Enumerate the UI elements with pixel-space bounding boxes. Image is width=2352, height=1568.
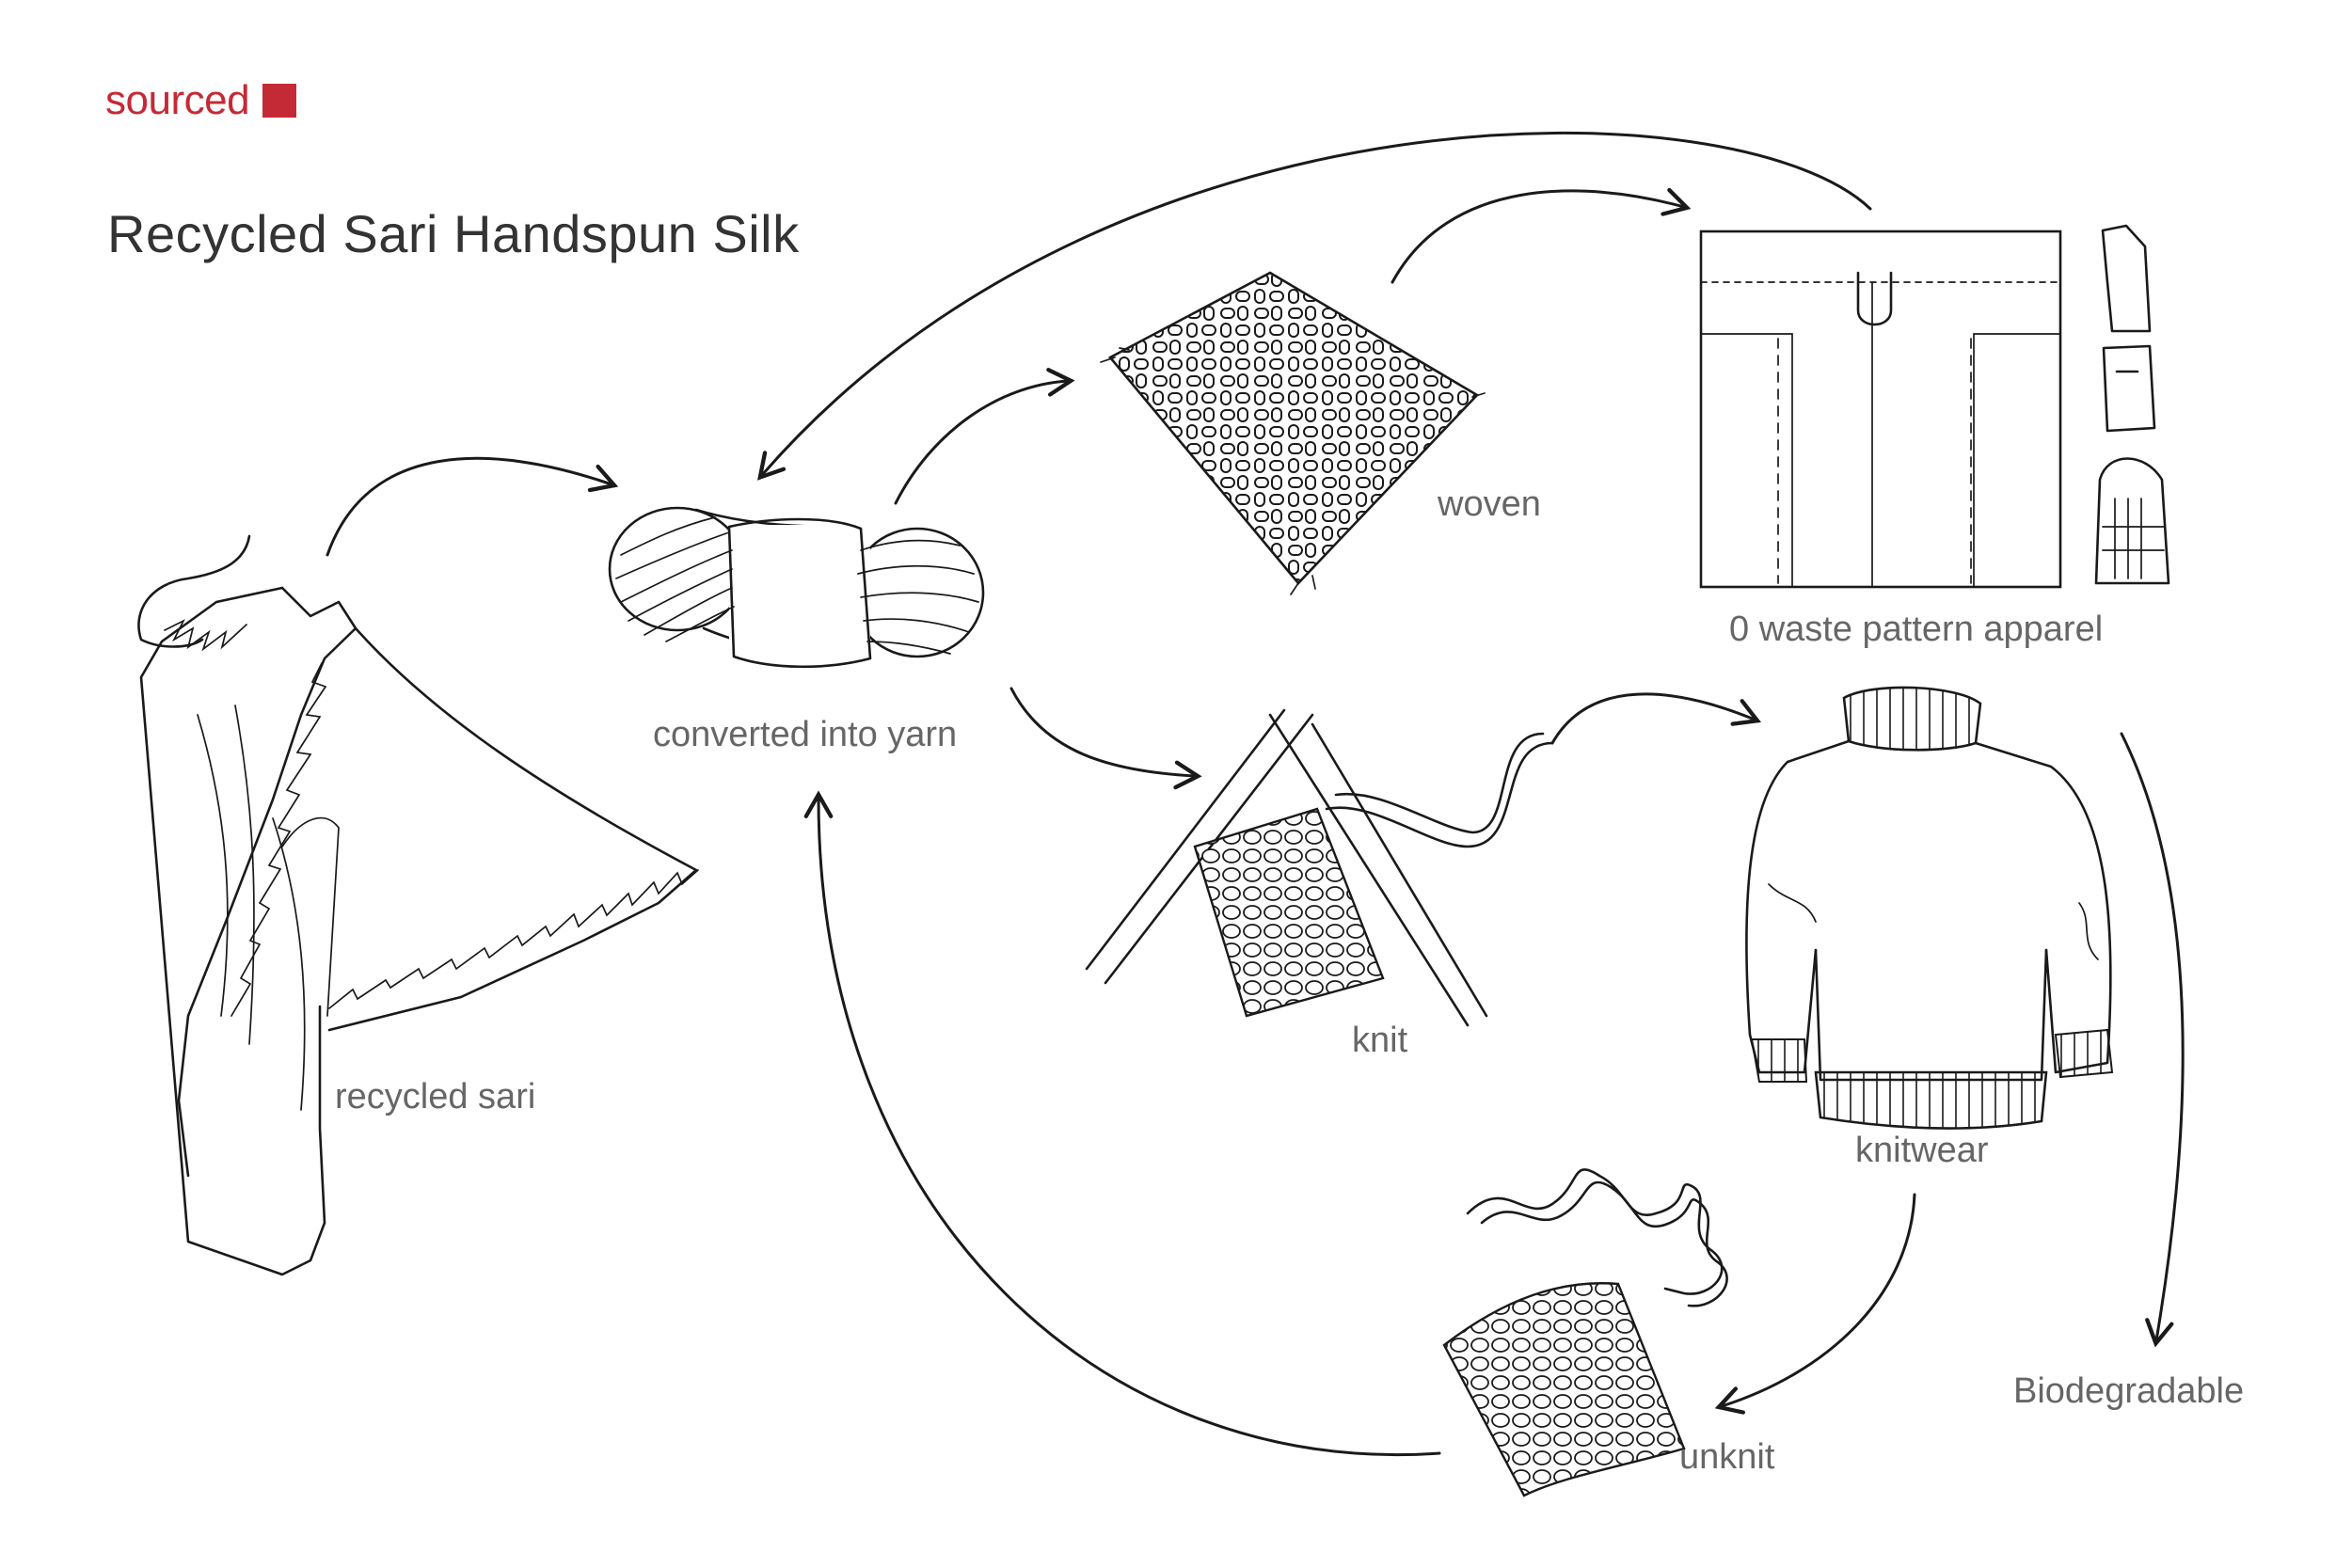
arrow-woven-to-zero-waste xyxy=(1392,191,1684,282)
label-recycled-sari: recycled sari xyxy=(335,1077,535,1117)
woven-fabric-icon xyxy=(1101,273,1485,594)
knitting-needles-icon xyxy=(1087,710,1552,1025)
label-biodegradable: Biodegradable xyxy=(2013,1371,2244,1412)
sari-icon xyxy=(138,536,698,1275)
yarn-skein-icon xyxy=(610,508,983,667)
arrow-knitwear-to-unknit xyxy=(1722,1195,1915,1406)
arrow-yarn-to-woven xyxy=(896,381,1068,503)
arrow-yarn-to-knit xyxy=(1011,689,1195,776)
label-converted-into-yarn: converted into yarn xyxy=(653,715,957,755)
sweater-icon xyxy=(1746,688,2112,1129)
label-woven: woven xyxy=(1438,484,1541,525)
arrow-knitwear-to-biodegradable xyxy=(2122,734,2183,1340)
label-knit: knit xyxy=(1352,1021,1407,1061)
label-unknit: unknit xyxy=(1679,1437,1774,1478)
arrow-sari-to-yarn xyxy=(327,458,612,555)
arrow-knit-to-knitwear xyxy=(1552,694,1755,743)
label-knitwear: knitwear xyxy=(1855,1131,1989,1171)
label-zero-waste-pattern: 0 waste pattern apparel xyxy=(1729,610,2103,650)
pattern-layout-icon xyxy=(1701,226,2169,587)
